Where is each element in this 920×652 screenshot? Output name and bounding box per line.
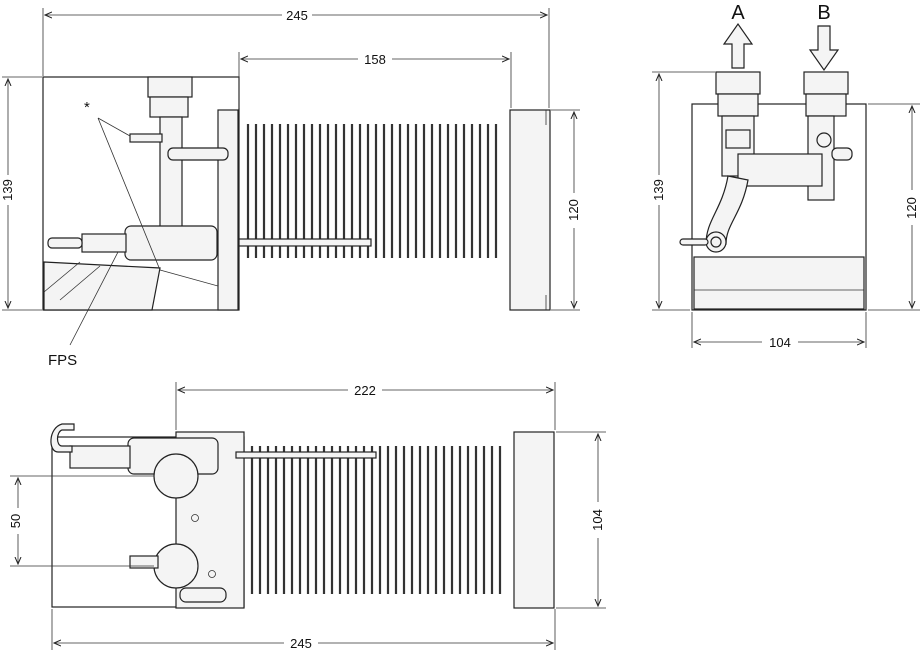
side-sensor-body xyxy=(124,225,218,261)
dim-side-total-width: 245 xyxy=(286,8,308,23)
side-end-cap xyxy=(509,109,551,311)
dim-top-coil-length: 222 xyxy=(354,383,376,398)
top-inlet-port xyxy=(153,543,199,589)
front-view: A B 139 120 104 xyxy=(651,2,920,350)
top-coil-fins xyxy=(250,446,502,594)
side-top-fitting xyxy=(147,76,193,98)
top-view: 222 50 104 245 xyxy=(8,382,606,651)
port-a-label: A xyxy=(731,2,745,24)
fps-label: FPS xyxy=(48,352,77,369)
top-bend-pipe xyxy=(50,423,75,453)
front-drip-tray xyxy=(693,256,865,310)
side-drip-tray xyxy=(43,261,161,311)
dim-front-end-height: 120 xyxy=(904,197,919,219)
arrow-up-icon xyxy=(722,22,754,69)
dim-front-width: 104 xyxy=(769,335,791,350)
dim-top-spacing: 50 xyxy=(8,514,23,528)
side-view: * FPS 245 158 139 120 xyxy=(0,8,581,369)
front-outlet-fitting xyxy=(715,71,761,95)
side-coil-fins xyxy=(246,124,498,258)
port-b-label: B xyxy=(817,2,830,24)
side-mount-plate xyxy=(217,109,239,311)
top-heater-rod xyxy=(235,451,377,459)
front-housing-outline xyxy=(691,103,867,311)
arrow-down-icon xyxy=(808,25,840,72)
dim-top-total-width: 245 xyxy=(290,636,312,651)
asterisk-label: * xyxy=(84,99,90,116)
dim-front-height: 139 xyxy=(651,179,666,201)
dim-top-end-width: 104 xyxy=(590,509,605,531)
dim-side-height: 139 xyxy=(0,179,15,201)
dim-side-coil-length: 158 xyxy=(364,52,386,67)
front-inlet-fitting xyxy=(803,71,849,95)
top-outlet-port xyxy=(153,453,199,499)
side-riser-pipe xyxy=(159,116,183,228)
dim-side-end-height: 120 xyxy=(566,199,581,221)
side-heater-rod xyxy=(238,238,372,247)
top-end-cap xyxy=(513,431,555,609)
